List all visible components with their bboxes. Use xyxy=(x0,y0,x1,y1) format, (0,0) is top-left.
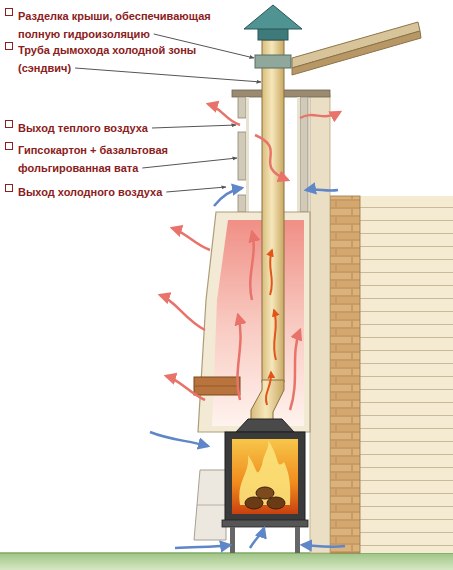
ground xyxy=(0,553,453,570)
callout-label-box: Труба дымохода холодной зоны (сэндвич) xyxy=(18,40,223,76)
callout-label: Выход холодного воздуха xyxy=(18,186,162,198)
warm-air-arrows-part xyxy=(255,135,288,180)
firebox-part xyxy=(236,419,294,432)
callout-label-box: Выход теплого воздуха xyxy=(18,118,223,136)
step xyxy=(194,470,226,540)
warm-air-arrows-part xyxy=(300,112,340,118)
chimney-casing-part xyxy=(246,97,249,212)
house-wall xyxy=(310,95,453,553)
shelf-part xyxy=(194,377,240,395)
cold-air-arrows-part xyxy=(302,545,345,547)
chimney-pipe-part xyxy=(251,380,284,420)
cold-air-arrows xyxy=(150,188,345,548)
fireplace-hood xyxy=(198,212,310,432)
checkbox-bullets xyxy=(6,9,13,192)
checkbox-bullets-part xyxy=(6,185,13,192)
firebox-part xyxy=(230,527,235,553)
warm-air-arrows-part xyxy=(237,315,240,400)
firebox-part xyxy=(267,497,285,509)
warm-air-arrows xyxy=(160,104,340,410)
firebox-part xyxy=(245,497,263,509)
chimney-pipe-part xyxy=(258,28,288,40)
leader-lines-part xyxy=(166,187,226,192)
fire-in-pipe xyxy=(266,250,276,405)
warm-air-arrows-part xyxy=(166,376,205,400)
cold-air-arrows-part xyxy=(214,188,242,206)
fire-in-pipe-part xyxy=(266,372,271,405)
callout-label: Труба дымохода холодной зоны (сэндвич) xyxy=(18,44,196,74)
step-part xyxy=(194,470,226,540)
chimney-casing-part xyxy=(238,195,246,212)
warm-air-arrows-part xyxy=(160,295,205,330)
firebox-part xyxy=(295,527,300,553)
callout-label-box: Выход холодного воздуха xyxy=(18,182,223,200)
warm-air-arrows-part xyxy=(250,232,253,300)
leader-lines-part xyxy=(75,68,261,82)
cold-air-arrows-part xyxy=(250,528,264,548)
ground-part xyxy=(0,553,453,570)
cold-air-arrows-part xyxy=(150,432,208,446)
shelf xyxy=(194,377,240,395)
firebox-part xyxy=(232,439,298,514)
fireplace-hood-part xyxy=(198,212,310,432)
warm-air-arrows-part xyxy=(208,104,240,125)
house-wall-part xyxy=(360,196,453,553)
callout-label-box: Разделка крыши, обеспечивающая полную ги… xyxy=(18,6,223,42)
firebox-part xyxy=(239,440,290,505)
callout-label: Выход теплого воздуха xyxy=(18,122,148,134)
fire-in-pipe-part xyxy=(270,250,272,295)
warm-air-arrows-part xyxy=(172,228,210,250)
roof-part xyxy=(292,31,421,75)
checkbox-bullets-part xyxy=(6,43,13,50)
chimney-pipe-part xyxy=(255,55,291,68)
shelf-part xyxy=(194,386,240,387)
callout-label-box: Гипсокартон + базальтовая фольгированная… xyxy=(18,140,223,176)
roof-part xyxy=(292,22,420,68)
cold-air-arrows-part xyxy=(306,189,338,190)
chimney-casing-part xyxy=(238,97,246,118)
chimney-pipe xyxy=(244,5,302,420)
callout-label: Гипсокартон + базальтовая фольгированная… xyxy=(18,144,168,174)
callout-label: Разделка крыши, обеспечивающая полную ги… xyxy=(18,10,211,40)
checkbox-bullets-part xyxy=(6,9,13,16)
firebox-part xyxy=(225,432,305,522)
house-wall-part xyxy=(310,95,330,553)
leader-lines-part xyxy=(142,158,237,168)
cold-air-arrows-part xyxy=(175,545,230,548)
step-part xyxy=(197,505,226,506)
firebox xyxy=(222,419,308,553)
roof xyxy=(232,22,421,97)
firebox-part xyxy=(222,520,308,527)
house-wall-part xyxy=(330,196,360,553)
chimney-casing-part xyxy=(297,97,300,212)
leader-lines-part xyxy=(152,125,236,128)
chimney-pipe-part xyxy=(262,40,284,382)
checkbox-bullets-part xyxy=(6,121,13,128)
warm-air-arrows-part xyxy=(290,330,300,410)
fire-in-pipe-part xyxy=(274,310,276,360)
firebox-part xyxy=(256,487,274,499)
chimney-casing-part xyxy=(238,132,246,180)
chimney-pipe-part xyxy=(244,5,302,29)
checkbox-bullets-part xyxy=(6,143,13,150)
